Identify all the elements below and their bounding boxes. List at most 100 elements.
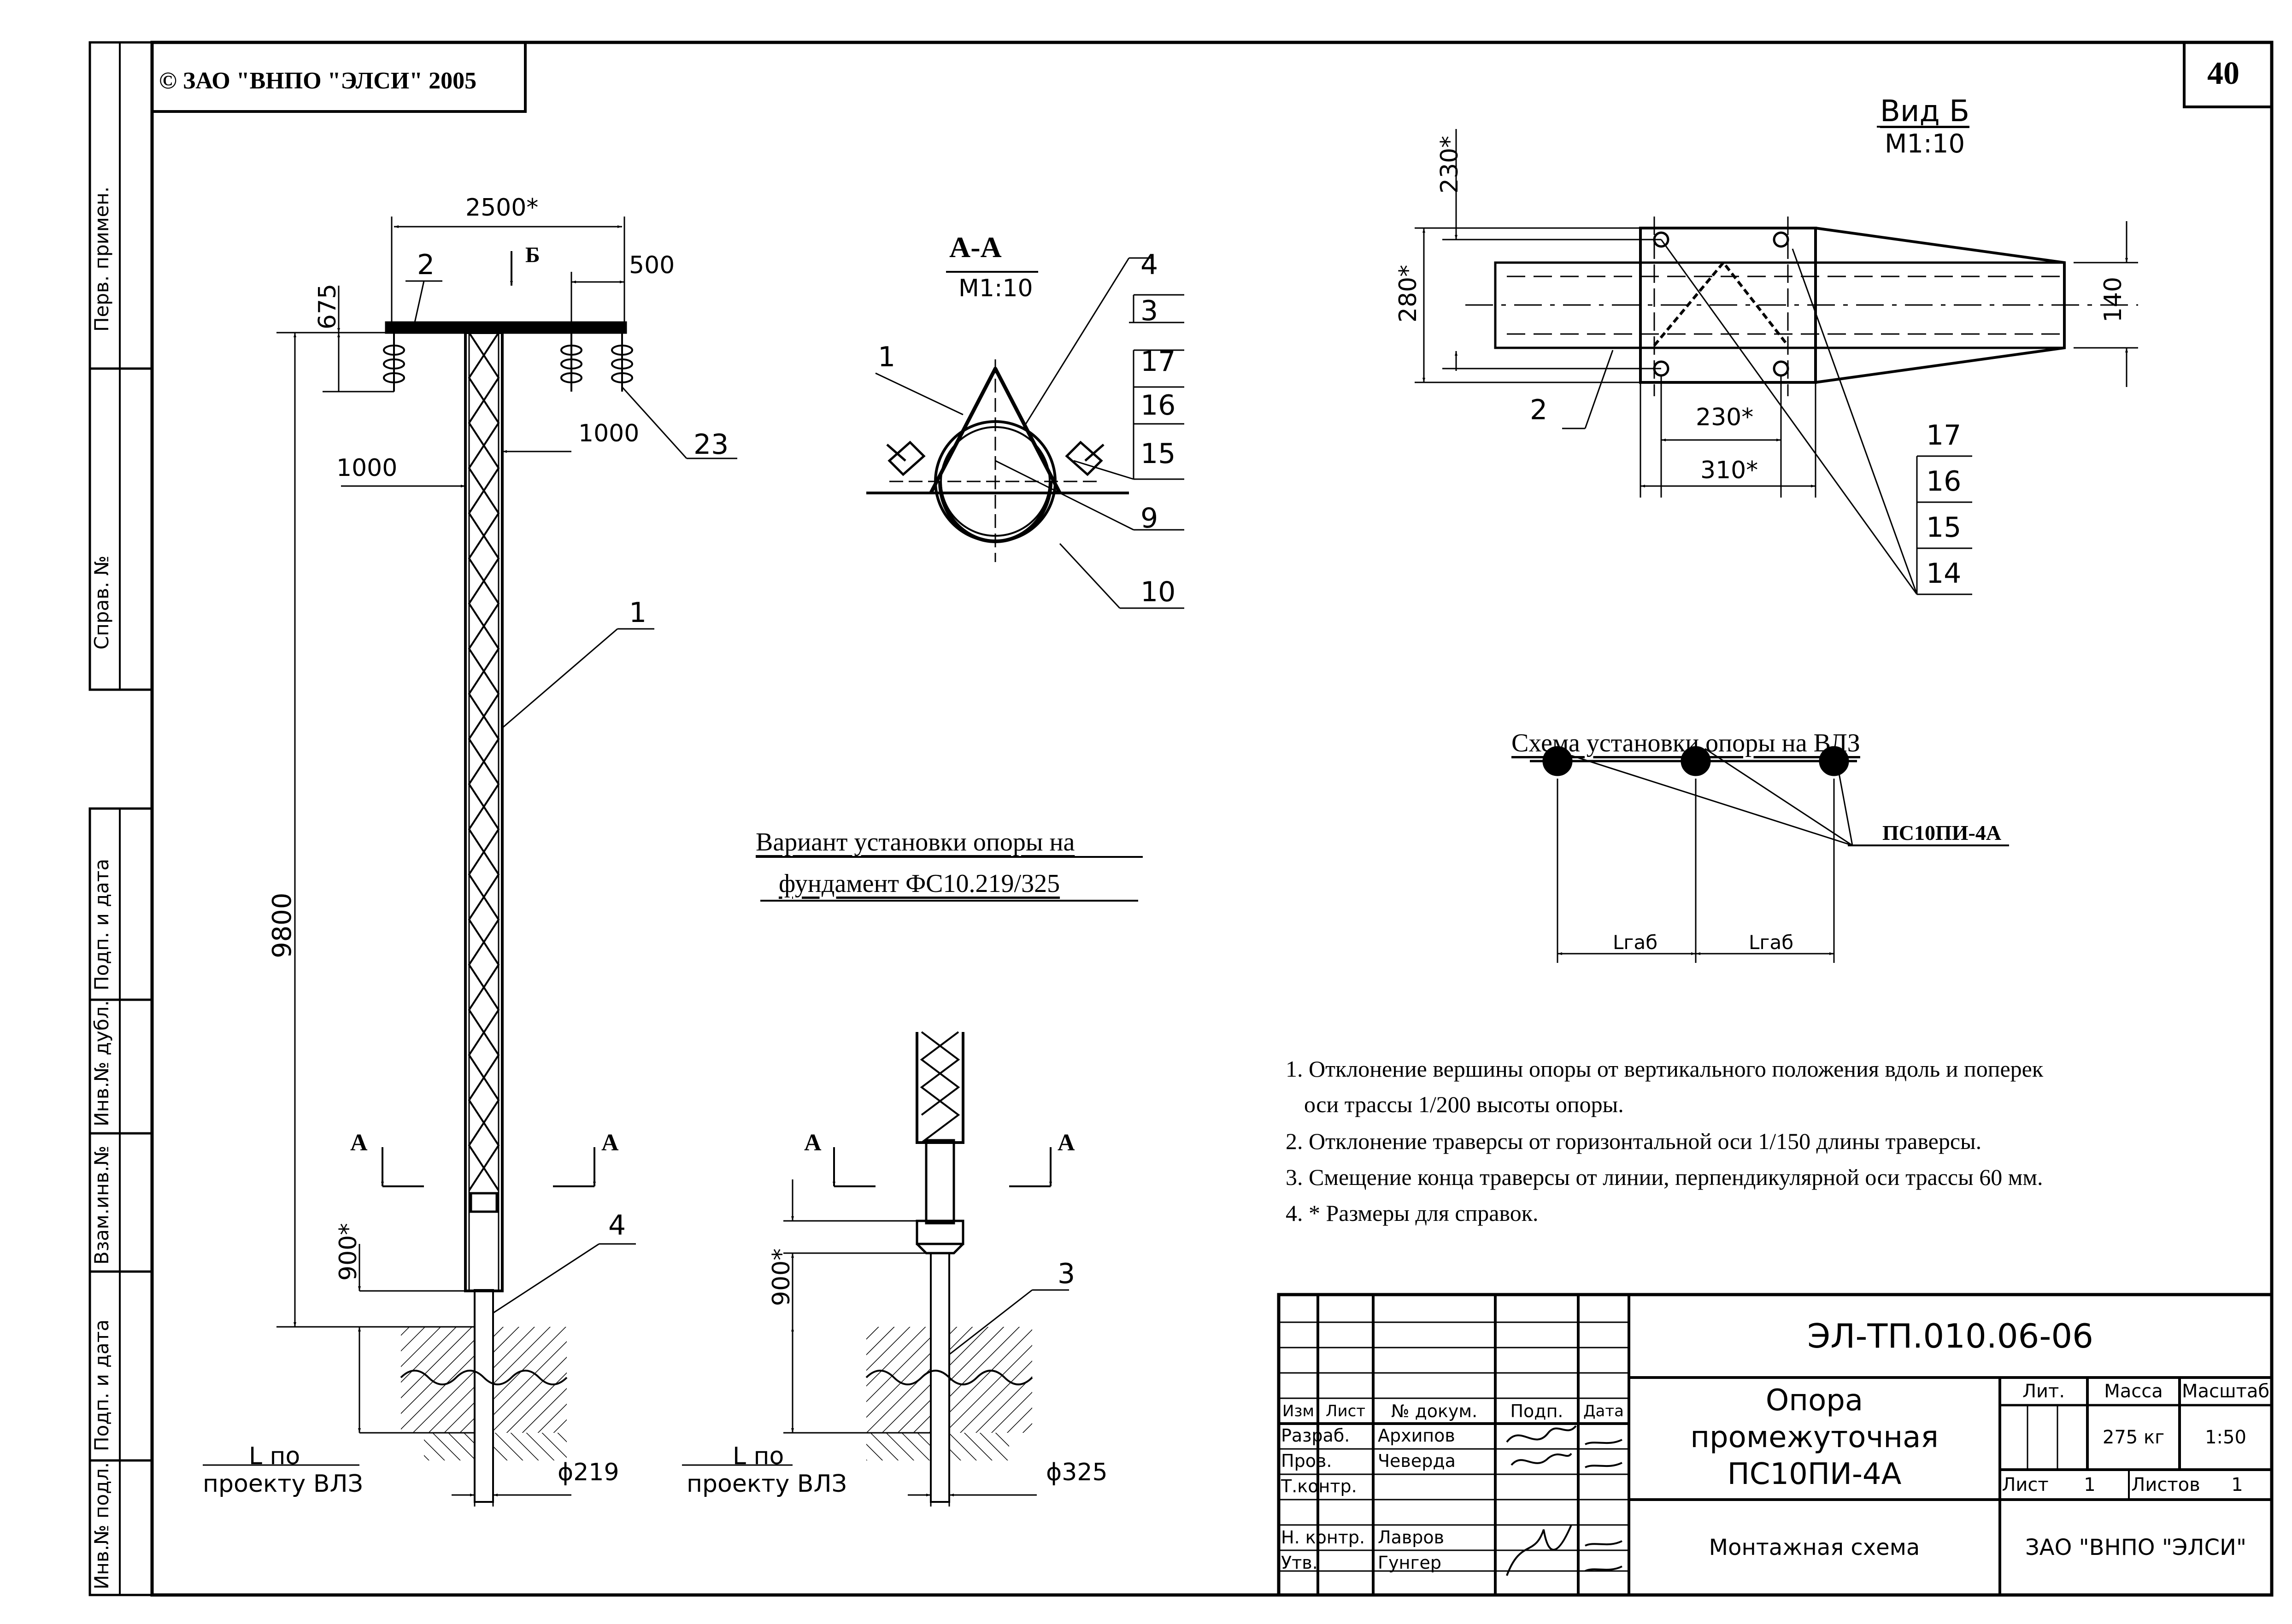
- view-b-callout-17: 17: [1926, 419, 1962, 451]
- callout-2-main: 2: [417, 249, 435, 281]
- section-aa-scale: М1:10: [958, 275, 1033, 302]
- product-name-line3: ПС10ПИ-4А: [1727, 1457, 1902, 1491]
- callout-1-main: 1: [629, 597, 647, 629]
- massa-header: Масса: [2104, 1381, 2163, 1402]
- name-prov: Чеверда: [1378, 1451, 1456, 1471]
- view-b-callout-14: 14: [1926, 557, 1962, 590]
- l-project-line2-variant: проекту ВЛЗ: [687, 1470, 847, 1498]
- view-b-callout-15: 15: [1926, 511, 1962, 544]
- doc-type: Монтажная схема: [1709, 1534, 1920, 1560]
- aa-callout-3: 3: [1140, 295, 1158, 327]
- listov-label: Листов: [2131, 1474, 2200, 1495]
- scale-value: 1:50: [2205, 1427, 2246, 1448]
- scheme-pole-label: ПС10ПИ-4А: [1882, 821, 2002, 844]
- row-nkontr: Н. контр.: [1281, 1527, 1365, 1548]
- row-razrab: Разраб.: [1281, 1425, 1350, 1446]
- title-block-grid: [1277, 1293, 2274, 1597]
- signatures: [1506, 1425, 1622, 1576]
- product-name-line2: промежуточная: [1690, 1420, 1939, 1454]
- dim-9800: 9800: [267, 892, 297, 958]
- view-b-callout-2: 2: [1530, 394, 1548, 426]
- view-b-dim-230-top: 230*: [1436, 135, 1463, 193]
- hdr-no-dokum: № докум.: [1391, 1401, 1478, 1421]
- l-project-line2-main: проекту ВЛЗ: [203, 1470, 363, 1498]
- scheme-title: Схема установки опоры на ВЛЗ: [1511, 729, 1860, 757]
- masshtab-header: Масштаб: [2181, 1381, 2270, 1402]
- scheme-pole-2: [1681, 746, 1711, 776]
- listov-value: 1: [2231, 1474, 2243, 1495]
- view-b-arrow-label: Б: [525, 243, 540, 267]
- note-3: 3. Смещение конца траверсы от линии, пер…: [1286, 1164, 2043, 1190]
- phi-219: ϕ219: [558, 1459, 619, 1486]
- view-b-dim-310: 310*: [1700, 457, 1758, 484]
- scheme-pole-1: [1542, 746, 1573, 776]
- sheet-frame: [88, 41, 2274, 1597]
- side-label-podp-i-data-1: Подп. и дата: [90, 858, 113, 991]
- aa-callout-1: 1: [878, 341, 896, 373]
- row-utv: Утв.: [1281, 1553, 1318, 1573]
- note-1-line1: 1. Отклонение вершины опоры от вертикаль…: [1286, 1056, 2044, 1082]
- list-value: 1: [2084, 1474, 2096, 1495]
- side-label-perv-primen: Перв. примен.: [90, 186, 113, 332]
- aa-callout-10: 10: [1140, 576, 1176, 608]
- view-b: [1415, 126, 2138, 595]
- view-b-scale: М1:10: [1885, 129, 1965, 159]
- view-b-dim-230-bottom: 230*: [1696, 404, 1754, 431]
- aa-callout-9: 9: [1140, 502, 1158, 534]
- hdr-izm: Изм: [1282, 1401, 1315, 1420]
- installation-scheme: [1530, 746, 2009, 963]
- main-pole-view: [203, 217, 737, 1507]
- lattice: [468, 332, 500, 1191]
- variant-title-line2: фундамент ФС10.219/325: [779, 869, 1060, 898]
- section-aa-view: [866, 257, 1184, 609]
- hdr-list: Лист: [1325, 1401, 1366, 1420]
- note-1-line2: оси трассы 1/200 высоты опоры.: [1304, 1091, 1624, 1117]
- dim-1000-left: 1000: [336, 454, 398, 482]
- row-tkontr: Т.контр.: [1281, 1476, 1357, 1496]
- name-razrab: Архипов: [1378, 1425, 1455, 1446]
- side-label-inv-no-dubl: Инв.№ дубл.: [90, 1000, 113, 1126]
- view-b-dim-140: 140: [2099, 276, 2127, 322]
- hdr-podp: Подп.: [1510, 1401, 1563, 1421]
- note-2: 2. Отклонение траверсы от горизонтальной…: [1286, 1128, 1982, 1154]
- copyright-label: © ЗАО "ВНПО "ЭЛСИ" 2005: [159, 68, 477, 94]
- section-a-right-main: А: [601, 1130, 619, 1156]
- name-nkontr: Лавров: [1378, 1527, 1445, 1548]
- side-label-podp-i-data-2: Подп. и дата: [90, 1319, 113, 1451]
- aa-callout-17: 17: [1140, 346, 1176, 378]
- side-label-vzam-inv-no: Взам.инв.№: [90, 1145, 113, 1265]
- dim-2500: 2500*: [465, 194, 539, 222]
- scheme-lgab-2: Lгаб: [1749, 931, 1794, 954]
- callout-3-variant: 3: [1058, 1258, 1075, 1290]
- view-b-callout-16: 16: [1926, 465, 1962, 498]
- l-project-line1-variant: L по: [733, 1442, 784, 1470]
- product-name-line1: Опора: [1765, 1384, 1863, 1418]
- doc-code: ЭЛ-ТП.010.06-06: [1807, 1317, 2093, 1355]
- callout-4-main: 4: [608, 1209, 626, 1242]
- massa-value: 275 кг: [2102, 1427, 2165, 1448]
- view-b-dim-280: 280*: [1394, 264, 1422, 322]
- dim-500: 500: [629, 252, 675, 279]
- callout-23: 23: [693, 428, 729, 461]
- dim-900-main: 900*: [335, 1223, 362, 1281]
- sheet-number: 40: [2207, 56, 2239, 91]
- aa-callout-15: 15: [1140, 438, 1176, 470]
- aa-callout-4: 4: [1140, 249, 1158, 281]
- lit-header: Лит.: [2022, 1381, 2065, 1402]
- aa-callout-16: 16: [1140, 389, 1176, 422]
- name-utv: Гунгер: [1378, 1553, 1441, 1573]
- scheme-lgab-1: Lгаб: [1613, 931, 1658, 954]
- row-prov: Пров.: [1281, 1451, 1332, 1471]
- variant-title-line1: Вариант установки опоры на: [756, 828, 1075, 856]
- phi-325: ϕ325: [1046, 1459, 1108, 1486]
- side-label-inv-no-podl: Инв.№ подл.: [90, 1462, 113, 1589]
- l-project-line1-main: L по: [249, 1442, 300, 1470]
- dim-1000-right: 1000: [578, 420, 640, 447]
- view-b-title: Вид Б: [1880, 94, 1969, 129]
- list-label: Лист: [2002, 1474, 2049, 1495]
- section-aa-title: А-А: [949, 231, 1002, 264]
- variant-foundation-view: [682, 856, 1143, 1507]
- dim-675: 675: [314, 283, 341, 329]
- dim-900-variant: 900*: [768, 1248, 795, 1306]
